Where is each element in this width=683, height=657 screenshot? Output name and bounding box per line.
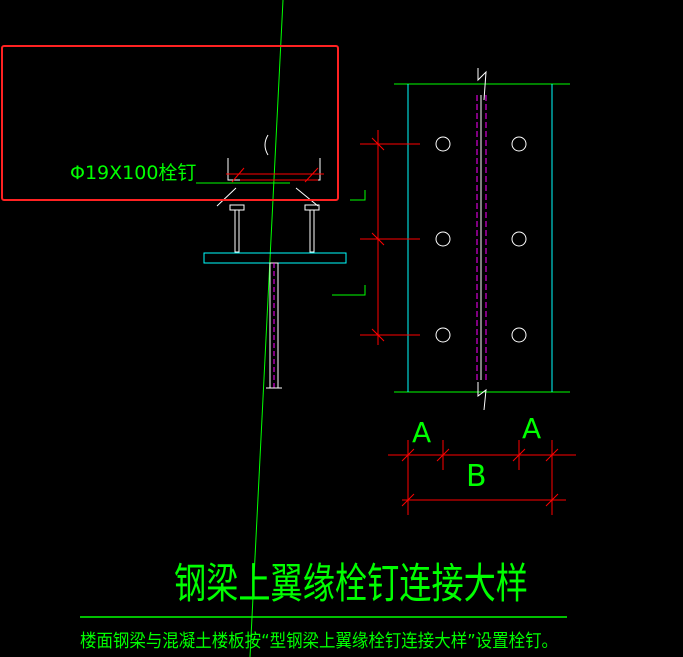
stud-dim-tick-right <box>304 167 319 183</box>
stud-callout-label: Φ19X100栓钉 <box>70 162 196 184</box>
stud-shank-right <box>309 209 315 253</box>
vertical-dim-tick <box>371 137 385 151</box>
dim-label-a-right: A <box>522 412 541 445</box>
flange-leader-lower <box>332 285 366 296</box>
stud-hole <box>511 136 527 152</box>
dim-tick <box>545 493 559 507</box>
stud-hole <box>435 136 451 152</box>
vertical-dim-tick <box>371 328 385 342</box>
stud-hole <box>435 327 451 343</box>
break-mark <box>264 134 269 156</box>
dim-tick <box>401 448 415 462</box>
haunch-left <box>216 187 237 207</box>
stud-shank-left <box>234 209 240 253</box>
flange-leader-upper <box>350 190 366 201</box>
stud-hole <box>511 231 527 247</box>
drawing-note: 楼面钢梁与混凝土楼板按“型钢梁上翼缘栓钉连接大样”设置栓钉。 <box>80 631 558 652</box>
dim-label-b: B <box>466 459 487 494</box>
beam-section-view <box>196 134 366 390</box>
stud-hole <box>511 327 527 343</box>
dim-tick <box>545 448 559 462</box>
flange-plan-view <box>360 68 576 515</box>
drawing-title: 钢梁上翼缘栓钉连接大样 <box>174 559 528 608</box>
dim-label-a-left: A <box>412 416 431 449</box>
highlight-box <box>1 45 339 201</box>
diagonal-leader-line <box>249 0 284 657</box>
dim-tick <box>436 448 450 462</box>
dim-tick <box>512 448 526 462</box>
stud-dim-tick-left <box>231 167 245 183</box>
break-symbol-top <box>477 68 487 101</box>
haunch-right <box>295 187 319 207</box>
dim-tick <box>401 493 415 507</box>
vertical-dim-tick <box>371 232 385 246</box>
stud-hole <box>435 231 451 247</box>
break-symbol-bottom <box>477 382 487 411</box>
